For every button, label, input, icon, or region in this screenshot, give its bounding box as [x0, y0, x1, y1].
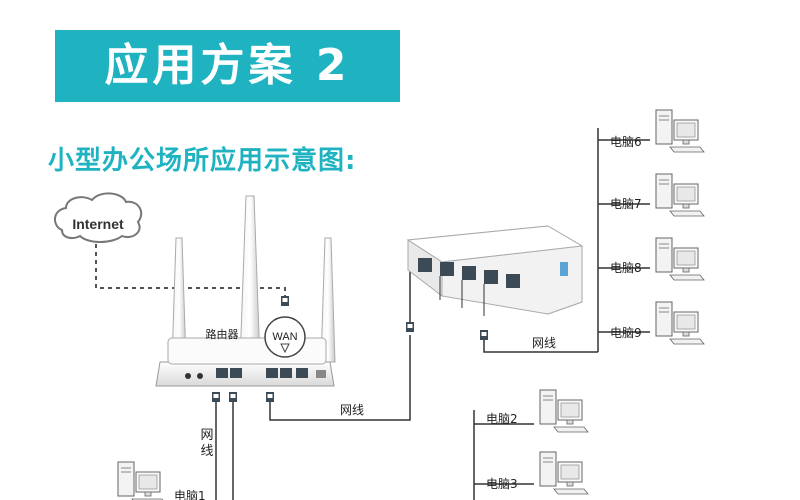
computer-6-icon [655, 109, 705, 153]
internet-link [95, 244, 286, 298]
switch [406, 225, 584, 315]
computer-label: 电脑1 [174, 489, 206, 500]
computer-label: 电脑8 [610, 261, 642, 275]
computer-label: 电脑3 [486, 477, 518, 491]
computer-label: 电脑6 [610, 135, 642, 149]
router-switch-cable [269, 335, 411, 421]
computer-9-icon [655, 301, 705, 345]
wan-plug-icon [281, 296, 289, 306]
computer-8-icon [655, 237, 705, 281]
internet-label: Internet [72, 216, 124, 232]
lan-plug-icon [266, 392, 274, 402]
wan-label: WAN [272, 331, 297, 343]
wan-callout: WAN [264, 316, 306, 358]
router-antennas [171, 195, 336, 363]
subtitle: 小型办公场所应用示意图: [48, 146, 357, 176]
cable-label-left: 网线 [200, 428, 214, 459]
computer-1-icon [117, 461, 167, 500]
switch-out-plug-icon [480, 330, 488, 340]
computer-label: 电脑9 [610, 326, 642, 340]
switch-plug-icon [406, 322, 414, 332]
banner-title: 应用方案 2 [55, 30, 400, 102]
lan-plug-icon [212, 392, 220, 402]
cable-label-mid: 网线 [340, 403, 364, 417]
computer-label: 电脑7 [610, 197, 642, 211]
internet-cloud: Internet [54, 192, 143, 243]
router [155, 337, 335, 387]
lan-plug-icon [229, 392, 237, 402]
computer-3-icon [539, 451, 589, 495]
computer-label: 电脑2 [486, 412, 518, 426]
router-label: 路由器 [206, 327, 239, 341]
wan-arrow-icon [280, 343, 290, 354]
computer-2-icon [539, 389, 589, 433]
cable-label-right: 网线 [532, 336, 556, 350]
computer-7-icon [655, 173, 705, 217]
